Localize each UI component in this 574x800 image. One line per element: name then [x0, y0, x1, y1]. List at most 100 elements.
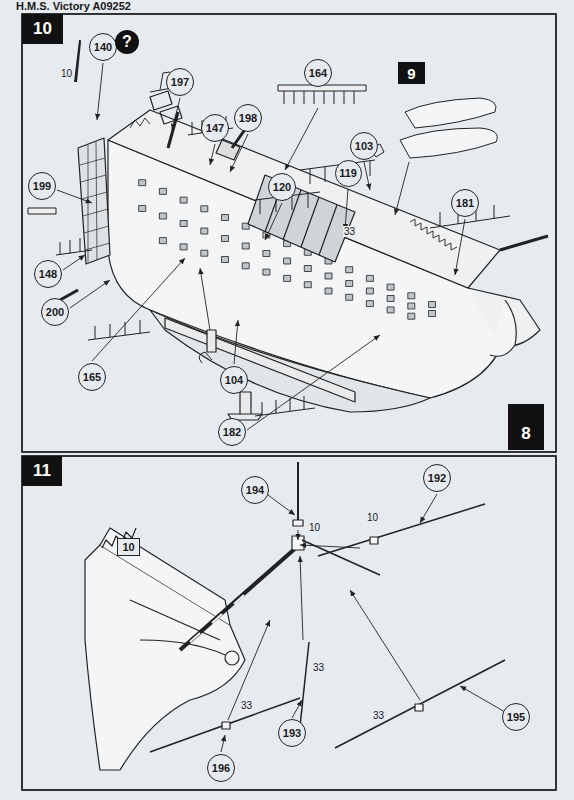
gun-port [387, 284, 394, 290]
callout-text: 182 [223, 426, 241, 438]
gun-port [387, 307, 394, 313]
callout-number: 199 [28, 172, 56, 200]
callout-text: 199 [33, 180, 51, 192]
sprue-number: 10 [308, 522, 321, 533]
gun-port [346, 267, 353, 273]
callout-text: 147 [206, 122, 224, 134]
sprue-number: 10 [60, 68, 73, 79]
sprue-number: 33 [343, 226, 356, 237]
callout-number: 182 [218, 418, 246, 446]
display-stand [165, 318, 355, 420]
gun-port [325, 273, 332, 279]
gun-port [139, 180, 146, 186]
step-number: 10 [22, 14, 63, 44]
gun-port [346, 281, 353, 287]
callout-number: 192 [423, 464, 451, 492]
waist-opening [150, 91, 355, 262]
gun-port [222, 257, 229, 263]
gun-port [180, 197, 187, 203]
callout-text: 120 [273, 181, 291, 193]
step-text: 8 [521, 424, 530, 444]
callout-text: 193 [283, 727, 301, 739]
callout-number: 147 [201, 114, 229, 142]
gun-port [387, 296, 394, 302]
callout-text: 181 [456, 197, 474, 209]
gun-port [159, 238, 166, 244]
callout-text: 197 [171, 76, 189, 88]
step-text: 10 [33, 19, 52, 39]
gun-port [325, 288, 332, 294]
callout-number: 104 [220, 366, 248, 394]
callout-number: 181 [451, 189, 479, 217]
callout-number: 164 [304, 59, 332, 87]
callout-number: 196 [207, 754, 235, 782]
gun-port [366, 301, 373, 307]
step-number: 8 [508, 404, 544, 450]
callout-number: 198 [234, 104, 262, 132]
leader-lines [221, 494, 505, 752]
callout-text: 119 [339, 167, 357, 179]
gun-port [408, 313, 415, 319]
gun-port [366, 275, 373, 281]
leader-lines [57, 63, 465, 430]
gun-port [408, 303, 415, 309]
callout-number: 197 [166, 68, 194, 96]
callout-text: 164 [309, 67, 327, 79]
callout-number: 195 [502, 703, 530, 731]
callout-text: 104 [225, 374, 243, 386]
gun-port [304, 266, 311, 272]
callout-number: 119 [335, 160, 362, 187]
callout-number: 194 [241, 476, 269, 504]
callout-text: ? [122, 33, 132, 51]
callout-text: 196 [212, 762, 230, 774]
gun-port [429, 302, 436, 308]
gun-port [201, 250, 208, 256]
gun-port [284, 258, 291, 264]
page-title: H.M.S. Victory A09252 [16, 0, 131, 12]
callout-number: 120 [268, 173, 296, 201]
gun-port [201, 228, 208, 234]
gun-port [242, 263, 249, 269]
gun-port [346, 294, 353, 300]
step-text: 11 [33, 461, 51, 481]
gun-port [263, 251, 270, 257]
gun-port [408, 293, 415, 299]
hull [78, 110, 548, 412]
help-symbol: ? [115, 30, 139, 54]
callout-number: 140 [89, 33, 117, 61]
gun-port [222, 236, 229, 242]
gun-port [242, 243, 249, 249]
stern-gallery [80, 142, 110, 262]
gun-port [222, 215, 229, 221]
step-number: 11 [22, 456, 62, 486]
callout-text: 195 [507, 711, 525, 723]
step-text: 10 [122, 541, 134, 553]
parts [28, 40, 510, 416]
callout-text: 200 [46, 306, 64, 318]
gun-port [263, 269, 270, 275]
spars [150, 462, 505, 752]
callout-number: 165 [78, 363, 106, 391]
step-number: 9 [398, 62, 425, 84]
callout-text: 140 [94, 41, 112, 53]
sprue-number: 33 [312, 662, 325, 673]
gun-port [304, 282, 311, 288]
panel-frame [22, 456, 556, 790]
gun-port [429, 311, 436, 317]
step-text: 9 [407, 65, 415, 82]
callout-number: 200 [41, 298, 69, 326]
callout-text: 192 [428, 472, 446, 484]
gun-port [159, 188, 166, 194]
callout-text: 194 [246, 484, 264, 496]
gun-port [284, 275, 291, 281]
callout-text: 198 [239, 112, 257, 124]
step-reference: 10 [117, 538, 140, 556]
gun-port [201, 206, 208, 212]
sprue-number: 10 [366, 512, 379, 523]
callout-number: 148 [34, 260, 62, 288]
sprue-number: 33 [372, 710, 385, 721]
callout-text: 148 [39, 268, 57, 280]
gun-port [180, 221, 187, 227]
bow-section [85, 528, 245, 770]
